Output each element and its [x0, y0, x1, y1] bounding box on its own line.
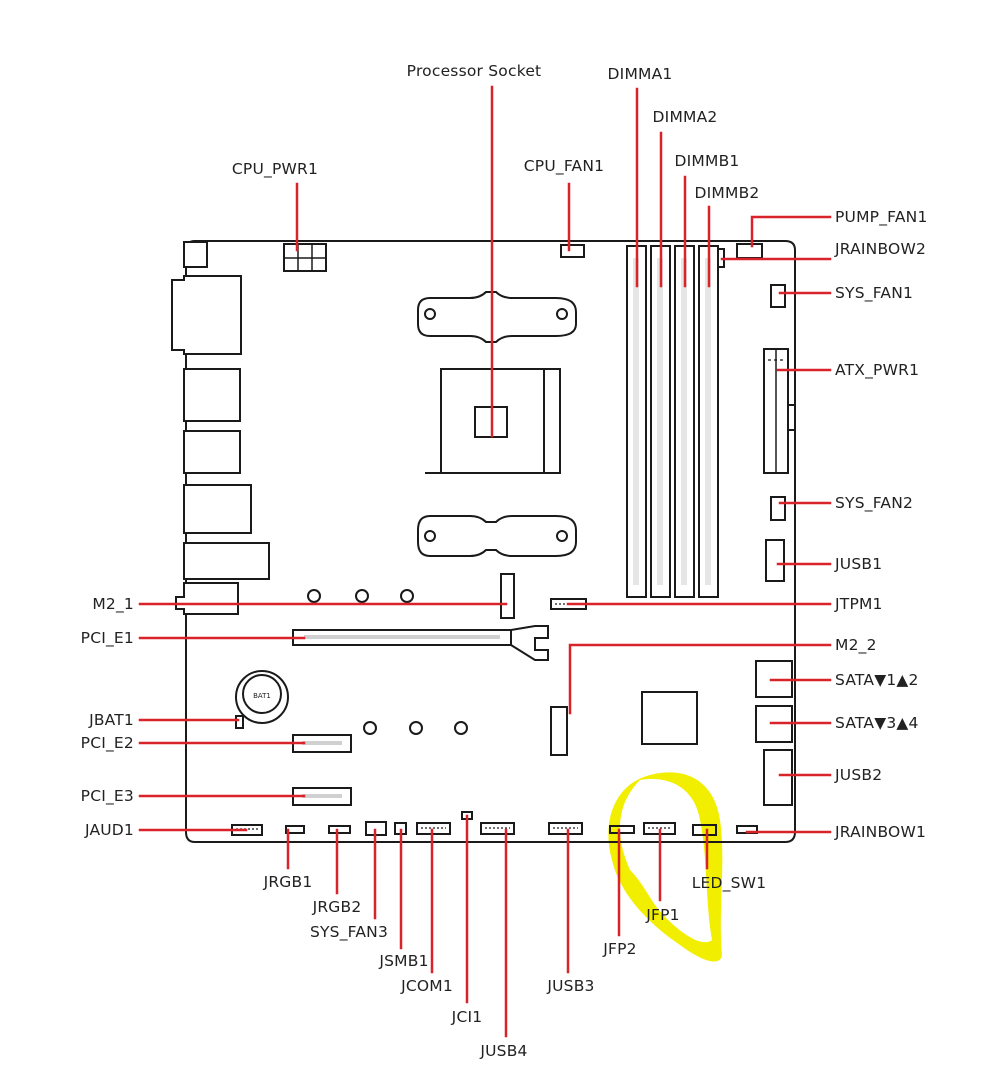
- led-sw1-switch: [692, 824, 717, 836]
- label-jcom1: JCOM1: [401, 977, 453, 995]
- label-jfp2: JFP2: [603, 940, 637, 958]
- sys-fan1-header: [770, 284, 786, 308]
- label-pci-e3: PCI_E3: [80, 787, 134, 805]
- io-block-4: [183, 430, 241, 474]
- leader-m2-2: [568, 643, 832, 715]
- label-jbat1: JBAT1: [89, 711, 134, 729]
- io-block-2: [171, 275, 242, 355]
- label-dimma2: DIMMA2: [652, 108, 718, 126]
- jcom1-header: [416, 822, 451, 835]
- label-pci-e1: PCI_E1: [80, 629, 134, 647]
- label-dimmb2: DIMMB2: [694, 184, 760, 202]
- io-block-6: [183, 542, 270, 580]
- jusb3-header: [548, 822, 583, 835]
- label-jrainbow1: JRAINBOW1: [835, 823, 927, 841]
- label-m2-2: M2_2: [835, 636, 877, 654]
- leader-pump-fan1: [750, 215, 832, 248]
- retention-bracket-bottom: [417, 515, 577, 557]
- label-jusb4: JUSB4: [480, 1042, 528, 1060]
- label-cpu-fan1: CPU_FAN1: [523, 157, 605, 175]
- label-sys-fan3: SYS_FAN3: [309, 923, 389, 941]
- label-jaud1: JAUD1: [84, 821, 134, 839]
- jfp2-header: [609, 825, 635, 834]
- label-jusb3: JUSB3: [547, 977, 595, 995]
- label-dimmb1: DIMMB1: [674, 152, 740, 170]
- battery: [235, 670, 289, 724]
- label-jtpm1: JTPM1: [835, 595, 883, 613]
- label-processor-socket: Processor Socket: [406, 62, 542, 80]
- label-m2-1: M2_1: [92, 595, 134, 613]
- m2-1-slot: [500, 573, 515, 619]
- label-pci-e2: PCI_E2: [80, 734, 134, 752]
- label-sata12: SATA▼1▲2: [835, 671, 919, 689]
- board-outline: [185, 240, 796, 843]
- cpu-fan1-header: [560, 244, 585, 258]
- label-sata34: SATA▼3▲4: [835, 714, 919, 732]
- label-jci1: JCI1: [451, 1008, 483, 1026]
- label-jsmb1: JSMB1: [379, 952, 429, 970]
- retention-bracket-top: [417, 291, 577, 343]
- io-block-5: [183, 484, 252, 534]
- jusb1-connector: [765, 539, 785, 582]
- label-sys-fan1: SYS_FAN1: [835, 284, 914, 302]
- pump-fan1-header: [736, 243, 763, 259]
- battery-text: BAT1: [253, 692, 271, 700]
- jrgb2-header: [328, 825, 351, 834]
- label-cpu-pwr1: CPU_PWR1: [231, 160, 319, 178]
- label-jusb2: JUSB2: [835, 766, 883, 784]
- label-jrgb2: JRGB2: [312, 898, 362, 916]
- label-dimma1: DIMMA1: [607, 65, 673, 83]
- io-block-1: [183, 241, 208, 268]
- label-sys-fan2: SYS_FAN2: [835, 494, 914, 512]
- highlight-circle: [608, 772, 723, 962]
- jusb2-connector: [763, 749, 793, 806]
- chipset: [641, 691, 698, 745]
- label-pump-fan1: PUMP_FAN1: [835, 208, 928, 226]
- io-block-3: [183, 368, 241, 422]
- jrgb1-header: [285, 825, 305, 834]
- label-jrgb1: JRGB1: [263, 873, 313, 891]
- jbat1-jumper: [235, 715, 244, 729]
- label-led-sw1: LED_SW1: [691, 874, 767, 892]
- sys-fan2-header: [770, 496, 786, 521]
- jusb4-header: [480, 822, 515, 835]
- io-block-7: [175, 582, 239, 615]
- label-jusb1: JUSB1: [835, 555, 883, 573]
- label-jfp1: JFP1: [646, 906, 680, 924]
- label-jrainbow2: JRAINBOW2: [835, 240, 927, 258]
- m2-2-slot: [550, 706, 568, 756]
- label-atx-pwr1: ATX_PWR1: [835, 361, 920, 379]
